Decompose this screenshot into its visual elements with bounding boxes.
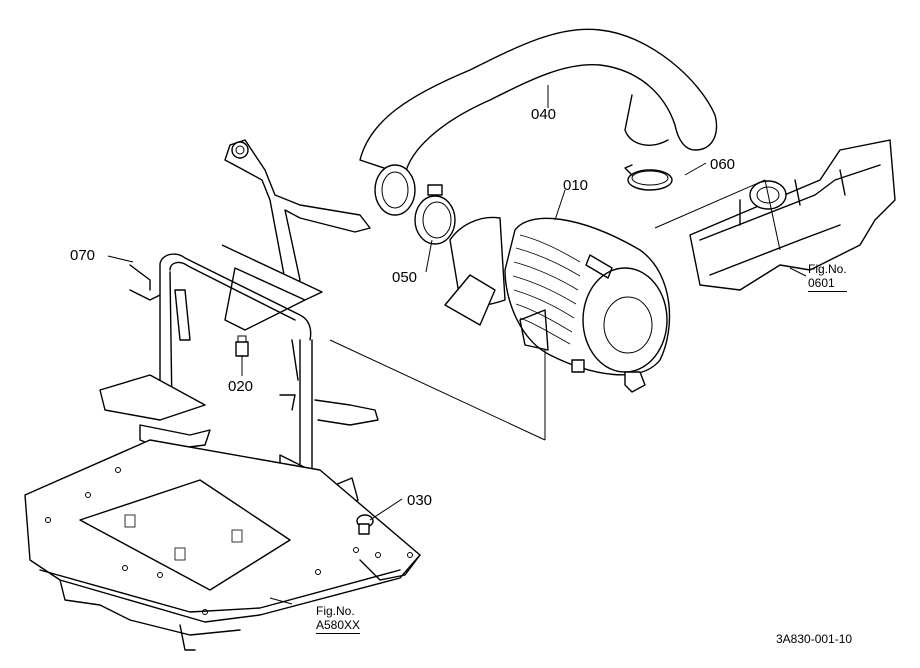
fig-ref-a580xx[interactable]: Fig.No. A580XX: [316, 604, 361, 634]
clamp-060: [624, 164, 673, 191]
drawing-number: 3A830-001-10: [776, 632, 853, 646]
fig-ref-0601[interactable]: Fig.No. 0601: [808, 262, 847, 292]
fig-ref-0601-caption: Fig.No.: [808, 262, 847, 276]
upper-bracket: [221, 139, 371, 331]
label-060[interactable]: 060: [710, 156, 736, 173]
label-020[interactable]: 020: [228, 378, 254, 395]
fig-ref-a580xx-number: A580XX: [316, 618, 361, 634]
label-010[interactable]: 010: [563, 177, 589, 194]
leader-lines: [107, 85, 807, 605]
label-030[interactable]: 030: [407, 492, 433, 509]
base-plate: [24, 439, 421, 651]
label-050[interactable]: 050: [392, 269, 418, 286]
bolt-030: [356, 514, 374, 535]
bolt-020: [235, 335, 249, 357]
fig-ref-0601-number: 0601: [808, 276, 847, 292]
engine-manifold: [689, 139, 896, 291]
hose-040: [359, 28, 718, 216]
label-070[interactable]: 070: [70, 247, 96, 264]
clamp-050: [414, 184, 456, 245]
label-040[interactable]: 040: [531, 106, 557, 123]
fig-ref-a580xx-caption: Fig.No.: [316, 604, 355, 618]
air-cleaner-010: [444, 216, 671, 393]
